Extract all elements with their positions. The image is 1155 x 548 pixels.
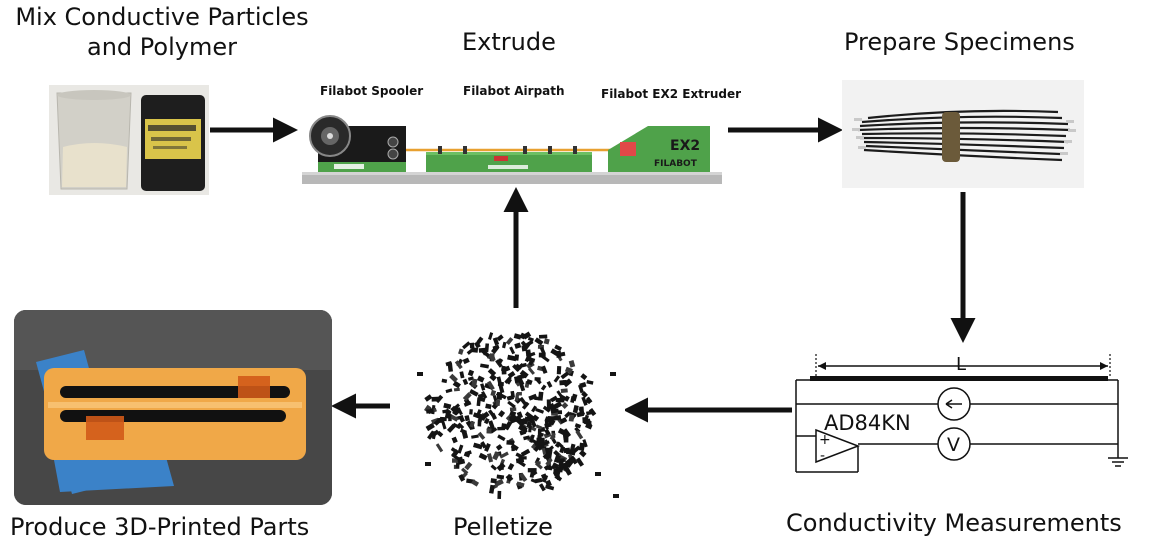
filabot-ex2-label: Filabot EX2 Extruder (601, 87, 742, 101)
filabot-spooler-label: Filabot Spooler (320, 84, 424, 98)
filabot-airpath-label: Filabot Airpath (463, 84, 565, 98)
specimen-bar (810, 376, 1108, 381)
svg-text:EX2: EX2 (670, 138, 700, 154)
extruder-system: EX2 FILABOT (298, 102, 728, 190)
filabot-spooler (309, 115, 406, 172)
svg-text:FILABOT: FILABOT (654, 159, 698, 169)
conductivity-circuit: L AD84KN V + - (790, 350, 1140, 480)
svg-text:-: - (820, 448, 825, 464)
pelletize-label: Pelletize (453, 513, 553, 541)
produce-parts-label: Produce 3D-Printed Parts (10, 513, 310, 541)
length-label: L (956, 354, 966, 375)
extrude-label: Extrude (462, 28, 556, 56)
filabot-ex2-extruder: EX2 FILABOT (608, 126, 710, 172)
opamp-label: AD84KN (824, 411, 911, 435)
svg-text:V: V (947, 434, 960, 456)
filabot-airpath (426, 146, 592, 172)
voltmeter (937, 427, 971, 461)
pellets-photo (405, 312, 625, 506)
op-amp (815, 428, 861, 464)
prepare-specimens-label: Prepare Specimens (844, 28, 1075, 56)
svg-text:+: + (819, 432, 831, 448)
specimens-photo (842, 80, 1084, 188)
mix-photo (49, 85, 209, 195)
ground-symbol (1108, 457, 1128, 467)
printed-parts-photo (14, 310, 332, 505)
mix-label: Mix Conductive Particles and Polymer (15, 3, 309, 61)
conductivity-measurements-label: Conductivity Measurements (786, 509, 1122, 537)
